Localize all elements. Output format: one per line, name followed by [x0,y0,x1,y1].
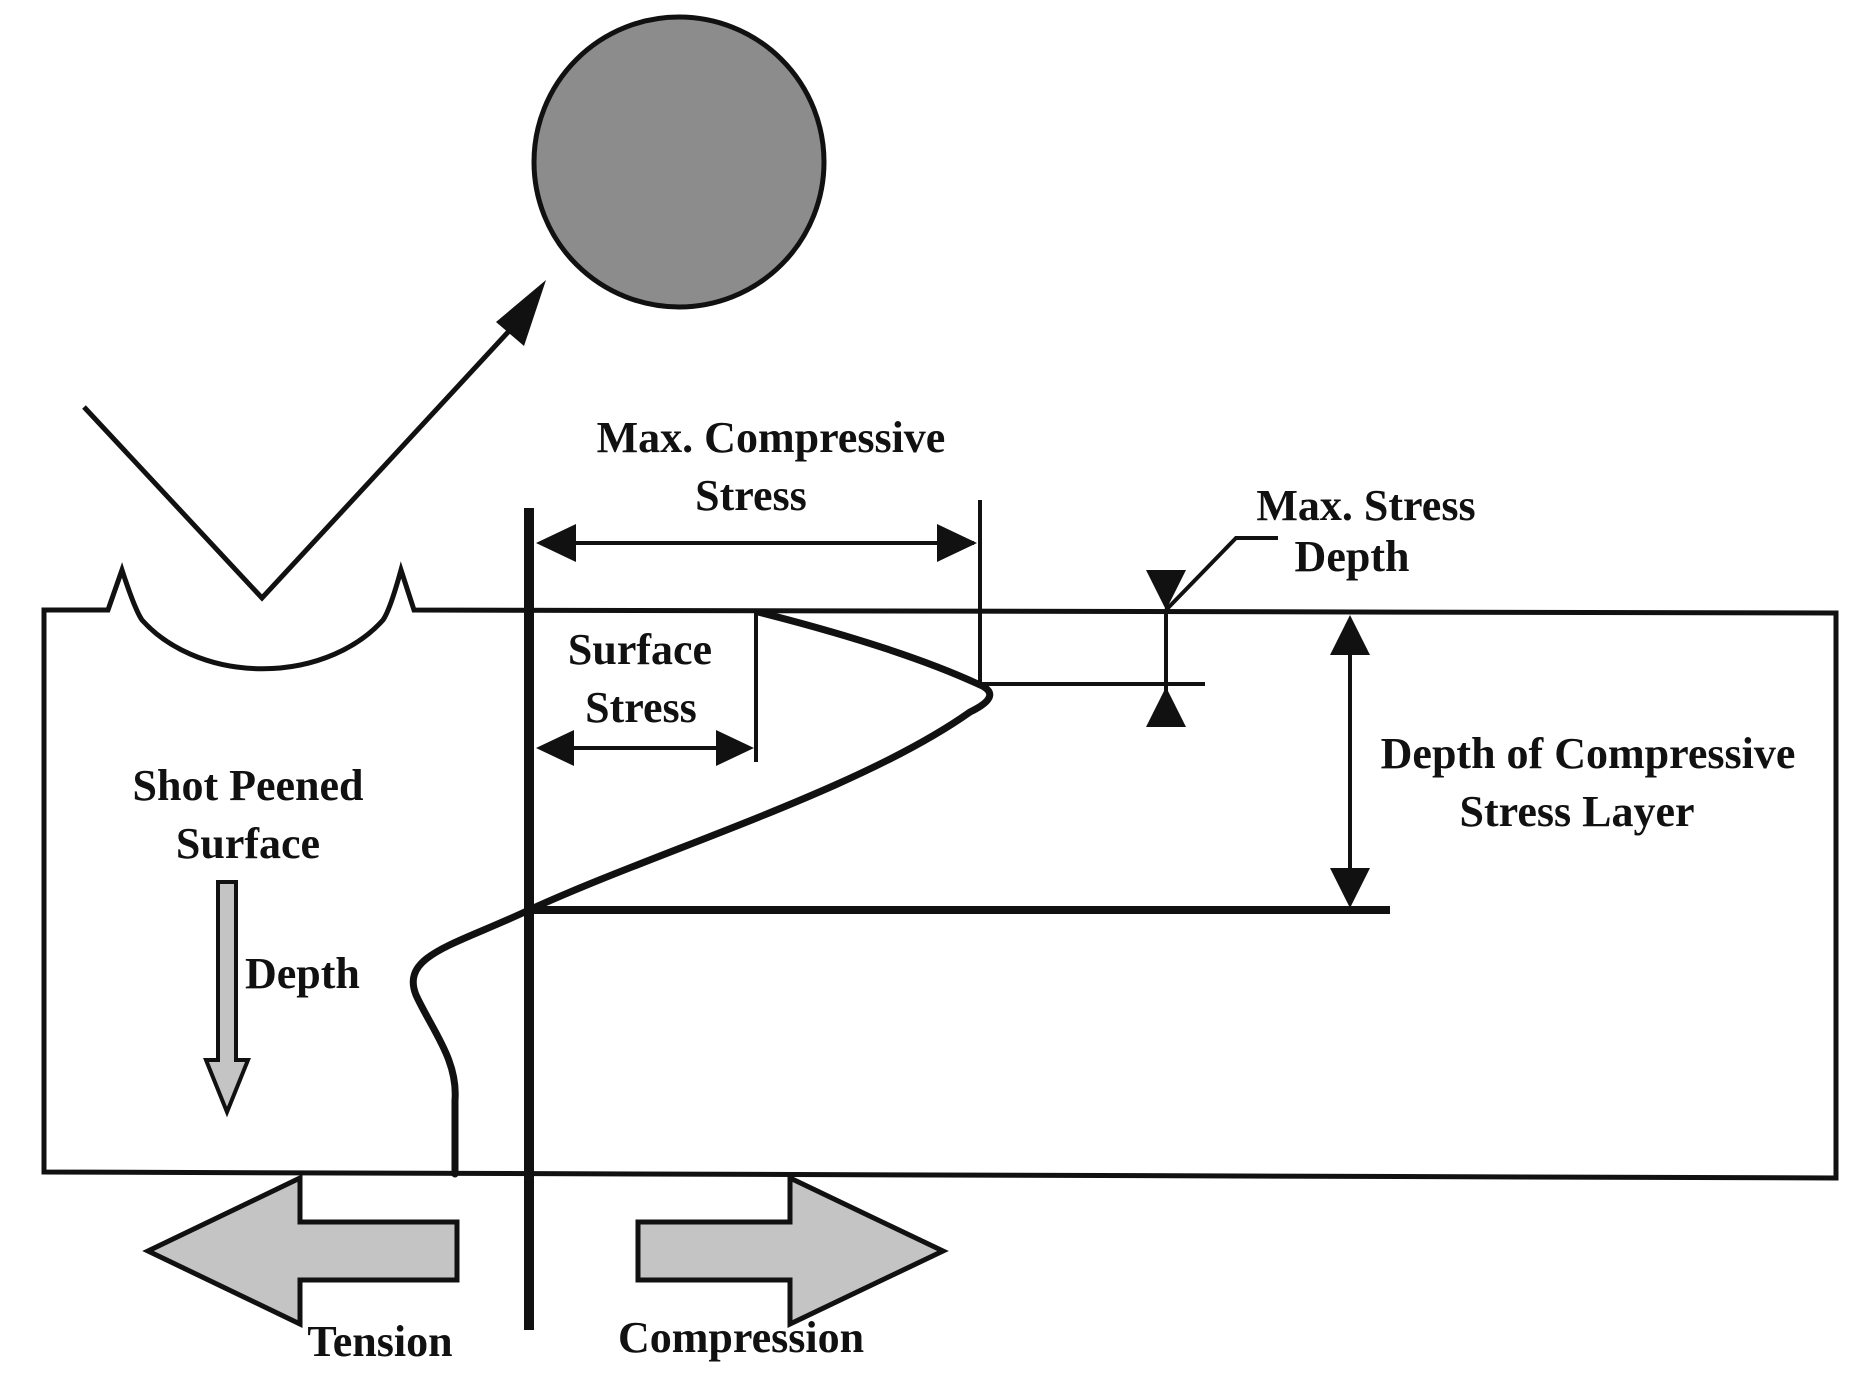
max-compressive-stress-label-line2: Stress [695,471,807,520]
depth-of-compressive-layer-label-line2: Stress Layer [1459,787,1694,836]
trajectory-arrowhead [496,280,546,346]
workpiece-outline [41,561,1839,1181]
compression-arrow [635,1174,949,1328]
surface-stress-label-line2: Stress [585,683,697,732]
depth-direction-arrow [203,880,251,1118]
max-stress-depth-label-line1: Max. Stress [1256,481,1475,530]
max-compressive-stress-label-line1: Max. Compressive [597,413,946,462]
surface-stress-arrowhead-left [536,730,574,766]
shot-peened-surface-label-line1: Shot Peened [133,761,364,810]
max-stress-depth-leader [1164,536,1278,612]
shot-trajectory-line [82,328,512,602]
shot-peened-surface-label-line2: Surface [176,819,320,868]
compressive-layer-arrowhead-bottom [1330,868,1370,908]
max-compressive-arrowhead-left [536,524,576,562]
max-stress-depth-label-line2: Depth [1295,532,1410,581]
compression-label: Compression [618,1313,864,1362]
residual-stress-curve [409,608,994,1178]
surface-stress-label-line1: Surface [568,625,712,674]
compressive-layer-arrowhead-top [1330,615,1370,655]
depth-of-compressive-layer-label-line1: Depth of Compressive [1381,729,1796,778]
tension-arrow [142,1174,460,1328]
max-stress-depth-arrowhead-top [1146,570,1186,610]
max-stress-depth-arrowhead-bottom [1146,687,1186,727]
max-compressive-arrowhead-right [937,524,977,562]
tension-label: Tension [307,1317,452,1366]
depth-label: Depth [245,949,360,998]
shot-ball [531,14,827,310]
surface-stress-arrowhead-right [716,730,754,766]
